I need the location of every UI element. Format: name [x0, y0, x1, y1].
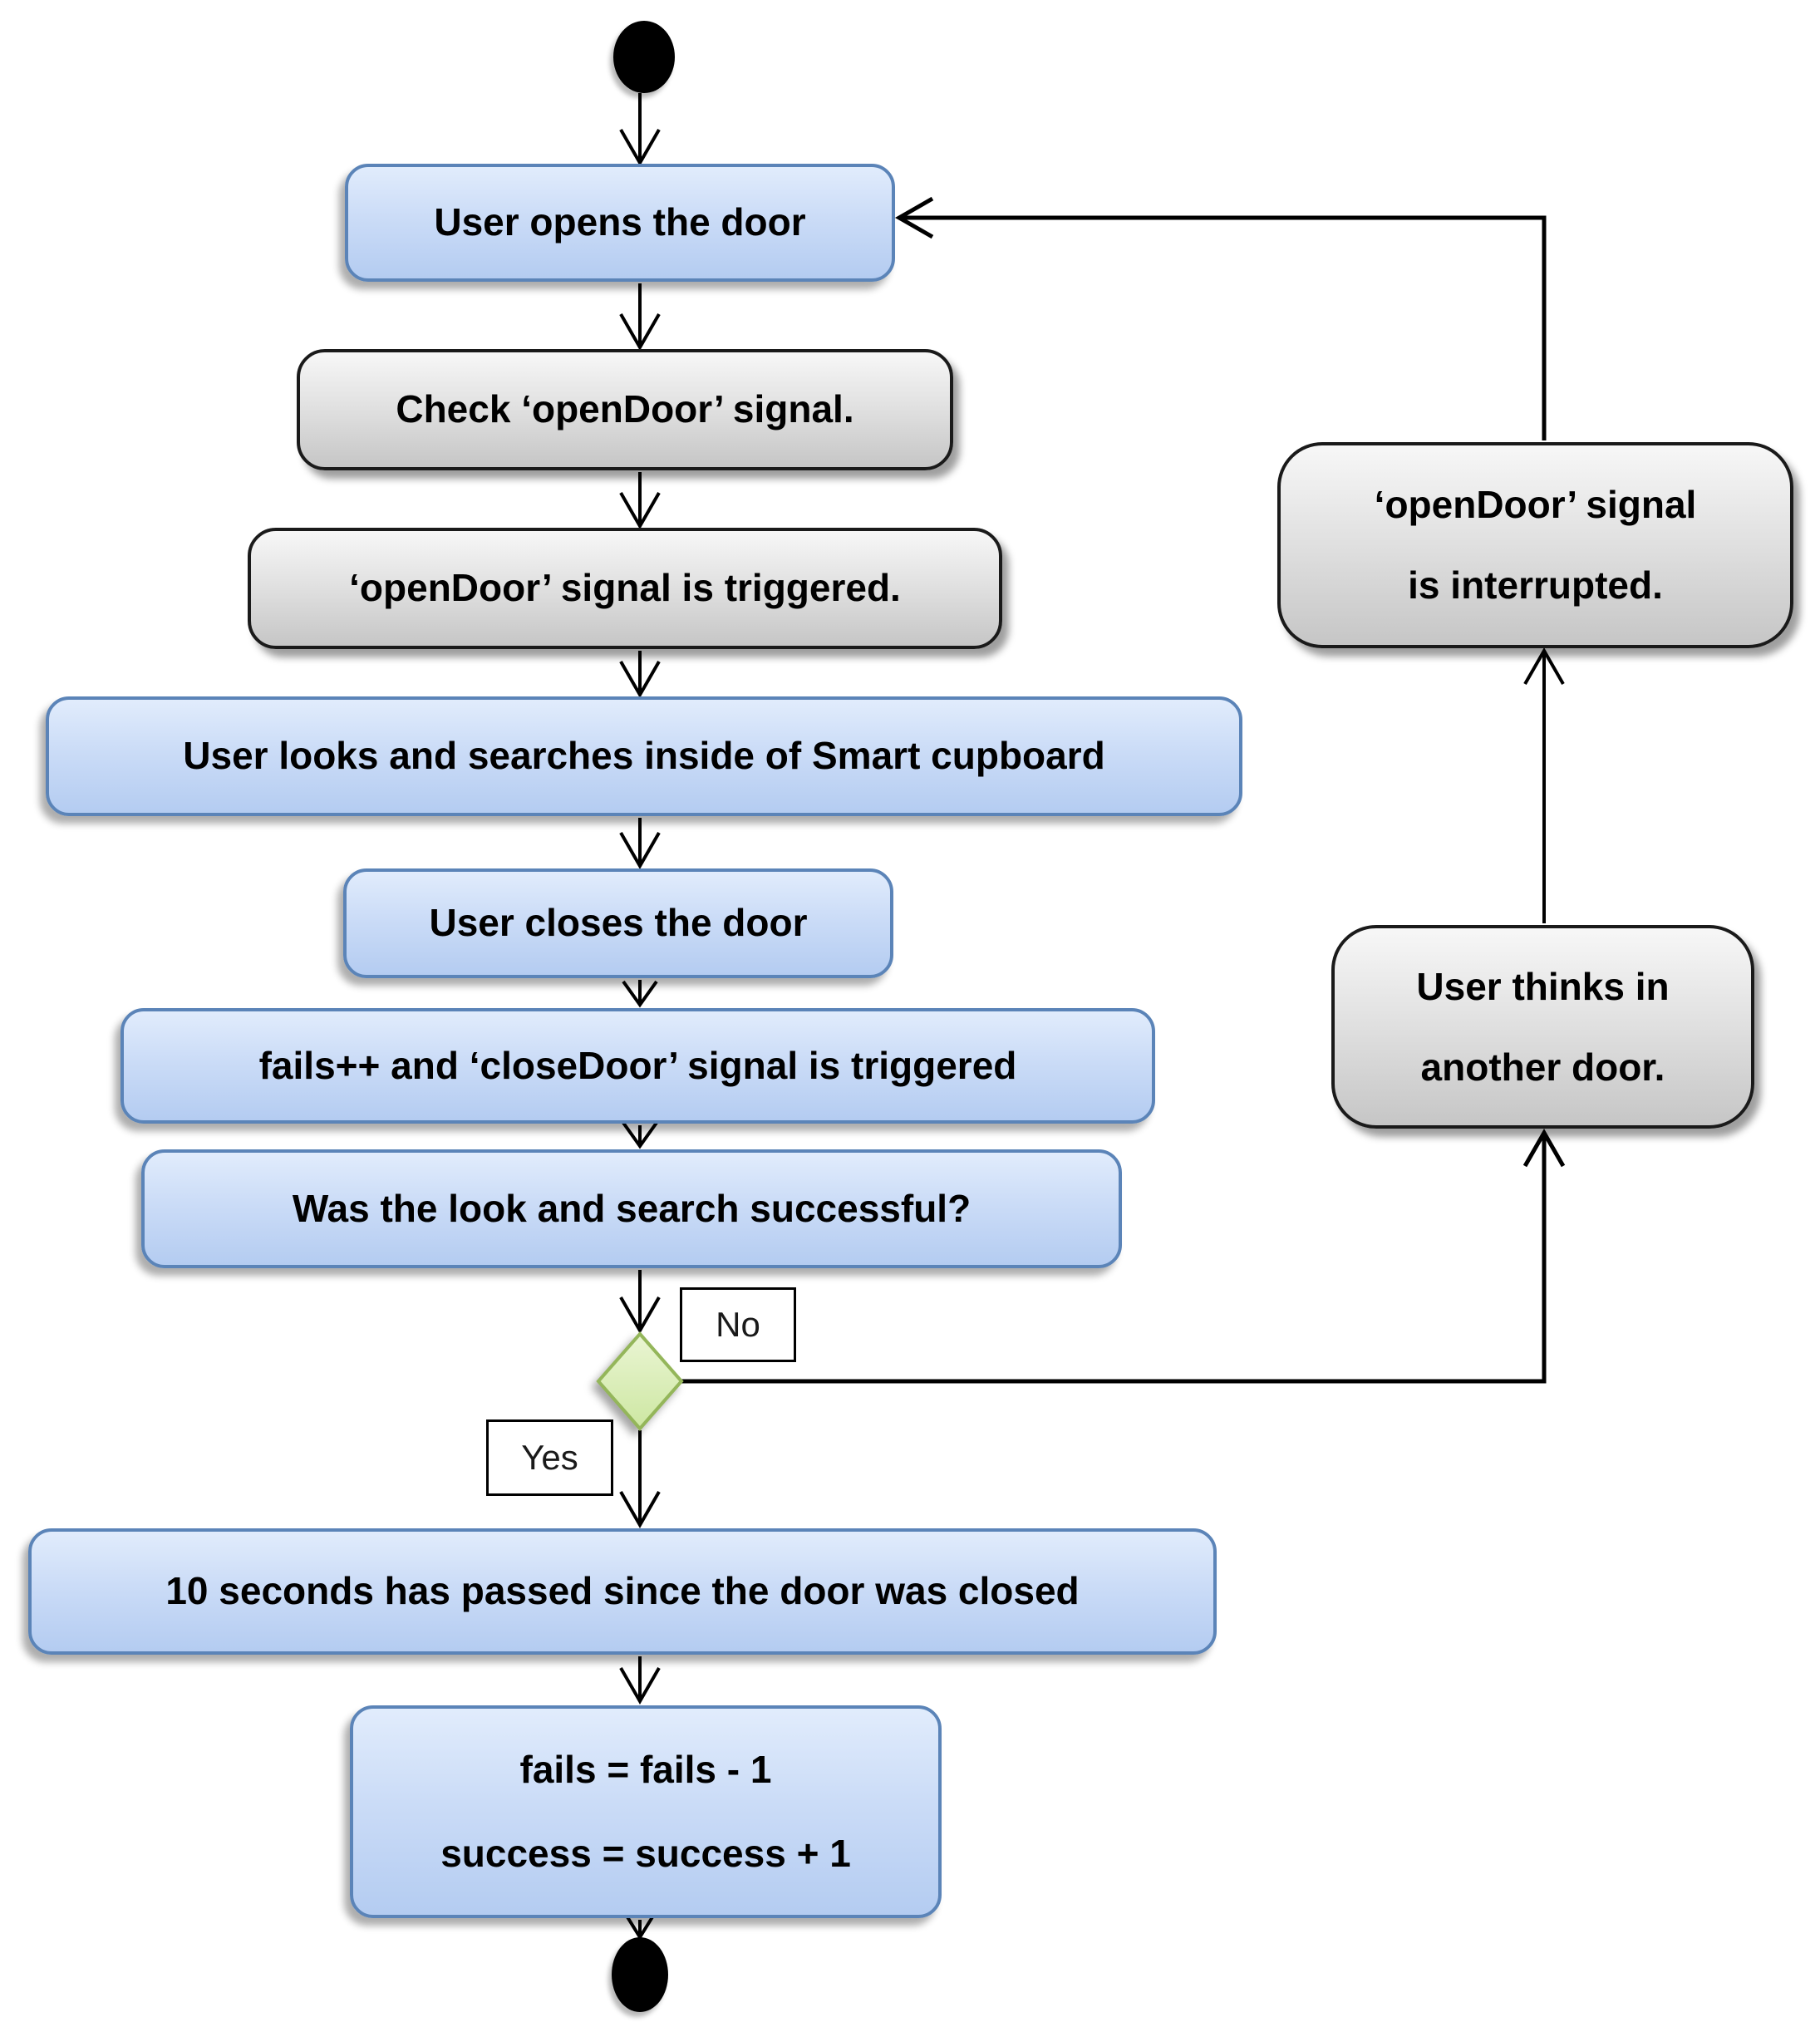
- node-user-looks-searches-label: User looks and searches inside of Smart …: [183, 734, 1105, 778]
- node-check-opendoor-signal: Check ‘openDoor’ signal.: [297, 349, 953, 470]
- decision-diamond: [596, 1331, 684, 1432]
- node-user-closes-door-label: User closes the door: [429, 901, 808, 945]
- node-ten-seconds-passed: 10 seconds has passed since the door was…: [28, 1528, 1217, 1655]
- node-opendoor-signal-triggered: ‘openDoor’ signal is triggered.: [248, 528, 1002, 649]
- node-user-opens-door: User opens the door: [345, 164, 895, 282]
- decision-yes-label-box: Yes: [486, 1419, 613, 1496]
- node-fails-closedoor-signal: fails++ and ‘closeDoor’ signal is trigge…: [121, 1008, 1155, 1124]
- node-user-thinks-another-door-line2: another door.: [1420, 1045, 1665, 1089]
- edge-start-to-open-door: [619, 93, 661, 167]
- node-counters-line1: fails = fails - 1: [519, 1747, 772, 1791]
- edge-was-successful-to-decision: [619, 1270, 661, 1335]
- edge-thinks-another-to-interrupted: [1523, 647, 1565, 923]
- edge-decision-no-to-thinks-another: [681, 1128, 1566, 1384]
- final-node: [612, 1937, 668, 2012]
- edge-ten-seconds-to-counters: [619, 1656, 661, 1705]
- node-was-search-successful-label: Was the look and search successful?: [292, 1186, 971, 1230]
- node-counters-line2: success = success + 1: [440, 1832, 851, 1875]
- edge-look-search-to-close-door: [619, 818, 661, 870]
- node-fails-closedoor-signal-label: fails++ and ‘closeDoor’ signal is trigge…: [258, 1043, 1017, 1087]
- node-user-looks-searches: User looks and searches inside of Smart …: [46, 696, 1242, 816]
- node-check-opendoor-signal-label: Check ‘openDoor’ signal.: [396, 387, 854, 431]
- node-opendoor-signal-interrupted: ‘openDoor’ signal is interrupted.: [1277, 442, 1793, 648]
- node-user-opens-door-label: User opens the door: [434, 200, 806, 244]
- node-opendoor-signal-triggered-label: ‘openDoor’ signal is triggered.: [349, 566, 901, 610]
- node-user-closes-door: User closes the door: [343, 868, 893, 978]
- decision-no-label: No: [716, 1305, 760, 1344]
- node-was-search-successful: Was the look and search successful?: [141, 1149, 1122, 1268]
- node-user-thinks-another-door: User thinks in another door.: [1331, 925, 1754, 1129]
- node-opendoor-signal-interrupted-line1: ‘openDoor’ signal: [1374, 483, 1697, 527]
- decision-no-label-box: No: [680, 1287, 796, 1362]
- decision-yes-label: Yes: [521, 1438, 578, 1477]
- node-opendoor-signal-interrupted-line2: is interrupted.: [1408, 563, 1663, 607]
- edge-open-door-to-check-signal: [619, 283, 661, 352]
- node-user-thinks-another-door-line1: User thinks in: [1416, 964, 1670, 1008]
- node-counters-update: fails = fails - 1 success = success + 1: [350, 1705, 942, 1918]
- node-ten-seconds-passed-label: 10 seconds has passed since the door was…: [165, 1569, 1080, 1613]
- initial-node: [613, 21, 675, 93]
- edge-fails-signal-to-was-successful: [622, 1121, 658, 1149]
- edge-decision-yes-to-ten-seconds: [619, 1430, 661, 1529]
- edge-interrupted-to-open-door: [894, 196, 1547, 440]
- edge-triggered-to-look-search: [619, 651, 661, 699]
- edge-close-door-to-fails-signal: [622, 980, 658, 1008]
- edge-check-signal-to-triggered: [619, 472, 661, 530]
